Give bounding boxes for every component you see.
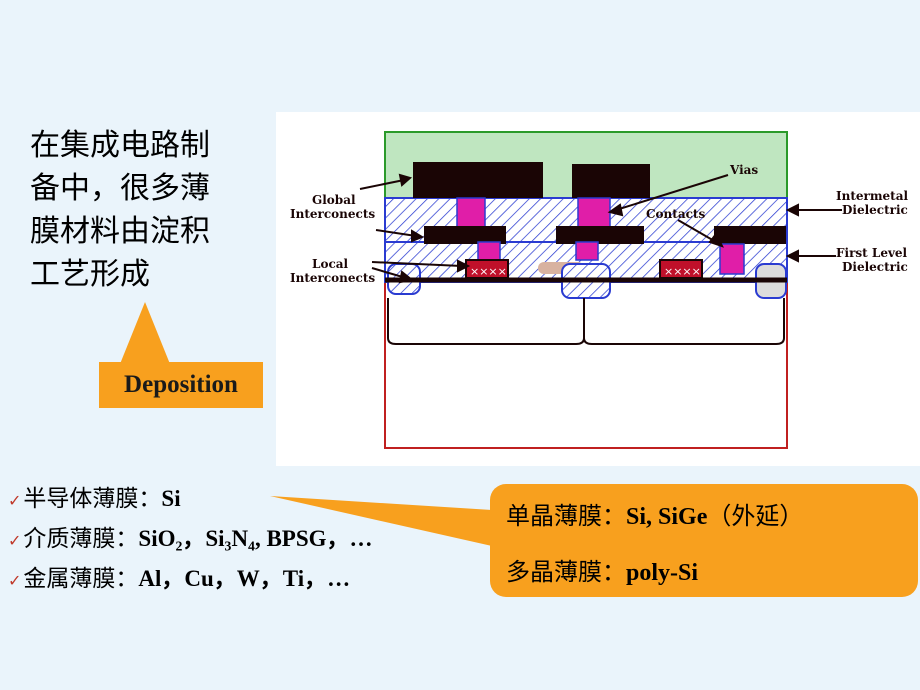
intro-line: 膜材料由淀积 xyxy=(30,214,210,249)
contact xyxy=(575,241,599,261)
svg-text:××××: ×××× xyxy=(470,265,507,278)
label-local-1: Local xyxy=(312,257,349,271)
intro-line: 备中，很多薄 xyxy=(30,171,210,206)
semiconductor-callout: 单晶薄膜：Si, SiGe（外延） 多晶薄膜：poly-Si xyxy=(490,484,918,597)
callout-pointer xyxy=(270,496,492,546)
global-metal-block xyxy=(572,164,650,198)
global-metal-block xyxy=(413,162,543,198)
film-types-list: ✓半导体薄膜：Si ✓介质薄膜：SiO₂，Si₃N₄, BPSG，… ✓金属薄膜… xyxy=(8,480,528,600)
callout-line-1: 单晶薄膜：Si, SiGe（外延） xyxy=(506,502,804,530)
intro-line: 在集成电路制 xyxy=(30,128,210,163)
label-vias: Vias xyxy=(729,163,758,177)
label-first-level-1: First Level xyxy=(836,246,908,260)
deposition-pointer xyxy=(120,302,170,364)
via xyxy=(577,197,611,229)
level1-metal xyxy=(714,226,786,244)
ic-cross-section-diagram: ×××× ×××× Vias Global Interconects xyxy=(276,112,920,466)
label-intermetal-2: Dielectric xyxy=(842,203,908,217)
label-global-2: Interconects xyxy=(290,207,375,221)
label-first-level-2: Dielectric xyxy=(842,260,908,274)
well xyxy=(583,298,785,345)
label-intermetal-1: Intermetal xyxy=(836,189,908,203)
list-item: ✓金属薄膜：Al，Cu，W，Ti，… xyxy=(8,566,351,592)
deposition-label: Deposition xyxy=(99,362,263,408)
intro-text: 在集成电路制 备中，很多薄 膜材料由淀积 工艺形成 xyxy=(30,124,260,296)
intro-line: 工艺形成 xyxy=(30,257,150,292)
label-global-1: Global xyxy=(312,193,356,207)
level1-metal xyxy=(424,226,506,244)
list-item: ✓半导体薄膜：Si xyxy=(8,486,181,512)
contact xyxy=(719,243,745,275)
svg-text:××××: ×××× xyxy=(664,265,701,278)
list-item: ✓介质薄膜：SiO₂，Si₃N₄, BPSG，… xyxy=(8,526,373,552)
label-local-2: Interconects xyxy=(290,271,375,285)
checkmark-icon: ✓ xyxy=(8,491,22,510)
level1-metal xyxy=(556,226,644,244)
checkmark-icon: ✓ xyxy=(8,531,22,550)
callout-line-2: 多晶薄膜：poly-Si xyxy=(506,558,699,586)
checkmark-icon: ✓ xyxy=(8,571,22,590)
via xyxy=(456,197,486,229)
label-contacts: Contacts xyxy=(646,207,705,221)
